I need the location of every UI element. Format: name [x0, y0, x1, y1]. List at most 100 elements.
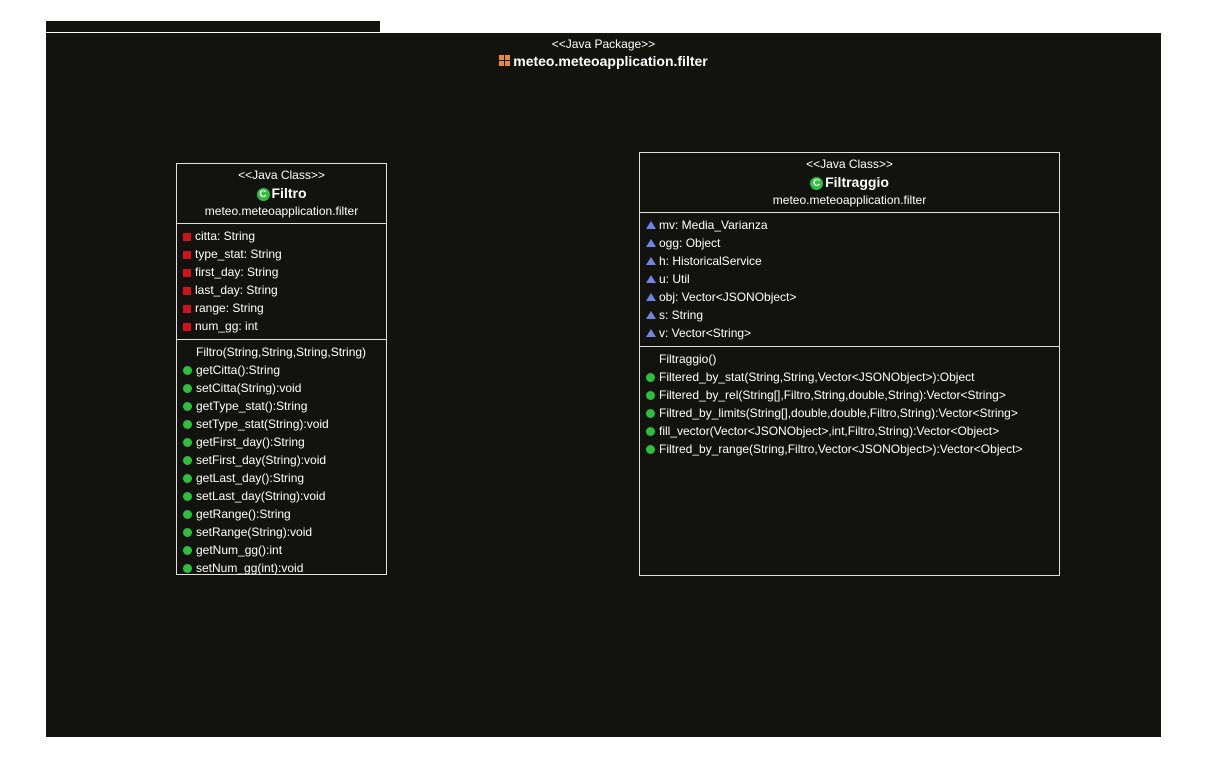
- attribute-text: range: String: [195, 301, 264, 315]
- method-text: setRange(String):void: [196, 525, 313, 539]
- attribute-row[interactable]: citta: String: [177, 227, 386, 245]
- public-method-icon: [646, 391, 655, 400]
- class-package: meteo.meteoapplication.filter: [204, 204, 359, 218]
- attribute-row[interactable]: last_day: String: [177, 281, 386, 299]
- constructor-icon: [646, 355, 655, 364]
- private-field-icon: [183, 233, 191, 241]
- method-text: Filtraggio(): [659, 352, 717, 366]
- method-row[interactable]: Filtered_by_rel(String[],Filtro,String,d…: [640, 386, 1059, 404]
- class-package: meteo.meteoapplication.filter: [772, 193, 927, 207]
- attributes-section: citta: String type_stat: String first_day:…: [177, 224, 386, 340]
- attribute-row[interactable]: range: String: [177, 299, 386, 317]
- method-text: Filtered_by_stat(String,String,Vector<JS…: [659, 370, 975, 384]
- private-field-icon: [183, 269, 191, 277]
- method-row[interactable]: getCitta():String: [177, 361, 386, 379]
- method-text: setNum_gg(int):void: [196, 561, 304, 575]
- method-row[interactable]: fill_vector(Vector<JSONObject>,int,Filtr…: [640, 422, 1059, 440]
- public-method-icon: [183, 456, 192, 465]
- method-row[interactable]: getRange():String: [177, 505, 386, 523]
- public-method-icon: [183, 366, 192, 375]
- package-field-icon: [646, 329, 656, 337]
- private-field-icon: [183, 305, 191, 313]
- attribute-text: last_day: String: [195, 283, 278, 297]
- attribute-text: mv: Media_Varianza: [659, 218, 768, 232]
- method-row[interactable]: setFirst_day(String):void: [177, 451, 386, 469]
- method-row[interactable]: getFirst_day():String: [177, 433, 386, 451]
- method-text: Filtred_by_range(String,Filtro,Vector<JS…: [659, 442, 1023, 456]
- method-text: getRange():String: [196, 507, 291, 521]
- package-title: meteo.meteoapplication.filter: [46, 53, 1161, 69]
- public-method-icon: [646, 373, 655, 382]
- public-method-icon: [183, 474, 192, 483]
- method-text: setFirst_day(String):void: [196, 453, 327, 467]
- class-name: Filtro: [271, 185, 307, 201]
- attribute-row[interactable]: s: String: [640, 306, 1059, 324]
- method-row[interactable]: Filtered_by_stat(String,String,Vector<JS…: [640, 368, 1059, 386]
- method-row[interactable]: getNum_gg():int: [177, 541, 386, 559]
- package-icon: [499, 55, 511, 67]
- method-text: setType_stat(String):void: [196, 417, 329, 431]
- method-text: getNum_gg():int: [196, 543, 283, 557]
- method-text: Filtered_by_rel(String[],Filtro,String,d…: [659, 388, 1006, 402]
- attribute-row[interactable]: ogg: Object: [640, 234, 1059, 252]
- method-row[interactable]: Filtro(String,String,String,String): [177, 343, 386, 361]
- attribute-text: s: String: [659, 308, 704, 322]
- package-field-icon: [646, 239, 656, 247]
- attribute-row[interactable]: type_stat: String: [177, 245, 386, 263]
- method-row[interactable]: Filtred_by_range(String,Filtro,Vector<JS…: [640, 440, 1059, 458]
- method-row[interactable]: setCitta(String):void: [177, 379, 386, 397]
- method-text: Filtred_by_limits(String[],double,double…: [659, 406, 1018, 420]
- method-row[interactable]: setRange(String):void: [177, 523, 386, 541]
- attribute-text: citta: String: [195, 229, 256, 243]
- public-method-icon: [183, 492, 192, 501]
- package-field-icon: [646, 257, 656, 265]
- attribute-row[interactable]: h: HistoricalService: [640, 252, 1059, 270]
- class-stereotype: <<Java Class>>: [806, 157, 893, 171]
- class-icon: C: [810, 177, 824, 190]
- method-row[interactable]: setType_stat(String):void: [177, 415, 386, 433]
- class-stereotype: <<Java Class>>: [238, 168, 325, 182]
- private-field-icon: [183, 251, 191, 259]
- method-row[interactable]: getLast_day():String: [177, 469, 386, 487]
- attribute-row[interactable]: u: Util: [640, 270, 1059, 288]
- attribute-text: u: Util: [659, 272, 690, 286]
- attribute-row[interactable]: first_day: String: [177, 263, 386, 281]
- class-name: Filtraggio: [825, 174, 889, 190]
- public-method-icon: [183, 438, 192, 447]
- attribute-text: obj: Vector<JSONObject>: [659, 290, 797, 304]
- package-field-icon: [646, 275, 656, 283]
- attribute-row[interactable]: obj: Vector<JSONObject>: [640, 288, 1059, 306]
- package-field-icon: [646, 311, 656, 319]
- public-method-icon: [183, 420, 192, 429]
- public-method-icon: [646, 445, 655, 454]
- public-method-icon: [183, 546, 192, 555]
- method-text: setLast_day(String):void: [196, 489, 326, 503]
- class-icon: C: [256, 188, 270, 201]
- method-row[interactable]: setLast_day(String):void: [177, 487, 386, 505]
- private-field-icon: [183, 323, 191, 331]
- method-row[interactable]: Filtraggio(): [640, 350, 1059, 368]
- constructor-icon: [183, 348, 192, 357]
- method-text: getFirst_day():String: [196, 435, 305, 449]
- attribute-row[interactable]: mv: Media_Varianza: [640, 216, 1059, 234]
- attribute-row[interactable]: v: Vector<String>: [640, 324, 1059, 342]
- method-row[interactable]: setNum_gg(int):void: [177, 559, 386, 577]
- package-stereotype: <<Java Package>>: [551, 37, 656, 51]
- attribute-text: first_day: String: [195, 265, 279, 279]
- public-method-icon: [183, 564, 192, 573]
- method-row[interactable]: getType_stat():String: [177, 397, 386, 415]
- package-field-icon: [646, 221, 656, 229]
- method-row[interactable]: Filtred_by_limits(String[],double,double…: [640, 404, 1059, 422]
- package-tab: [46, 21, 380, 32]
- method-text: getCitta():String: [196, 363, 281, 377]
- attribute-row[interactable]: num_gg: int: [177, 317, 386, 335]
- attribute-text: type_stat: String: [195, 247, 282, 261]
- method-text: getType_stat():String: [196, 399, 308, 413]
- method-text: fill_vector(Vector<JSONObject>,int,Filtr…: [659, 424, 1000, 438]
